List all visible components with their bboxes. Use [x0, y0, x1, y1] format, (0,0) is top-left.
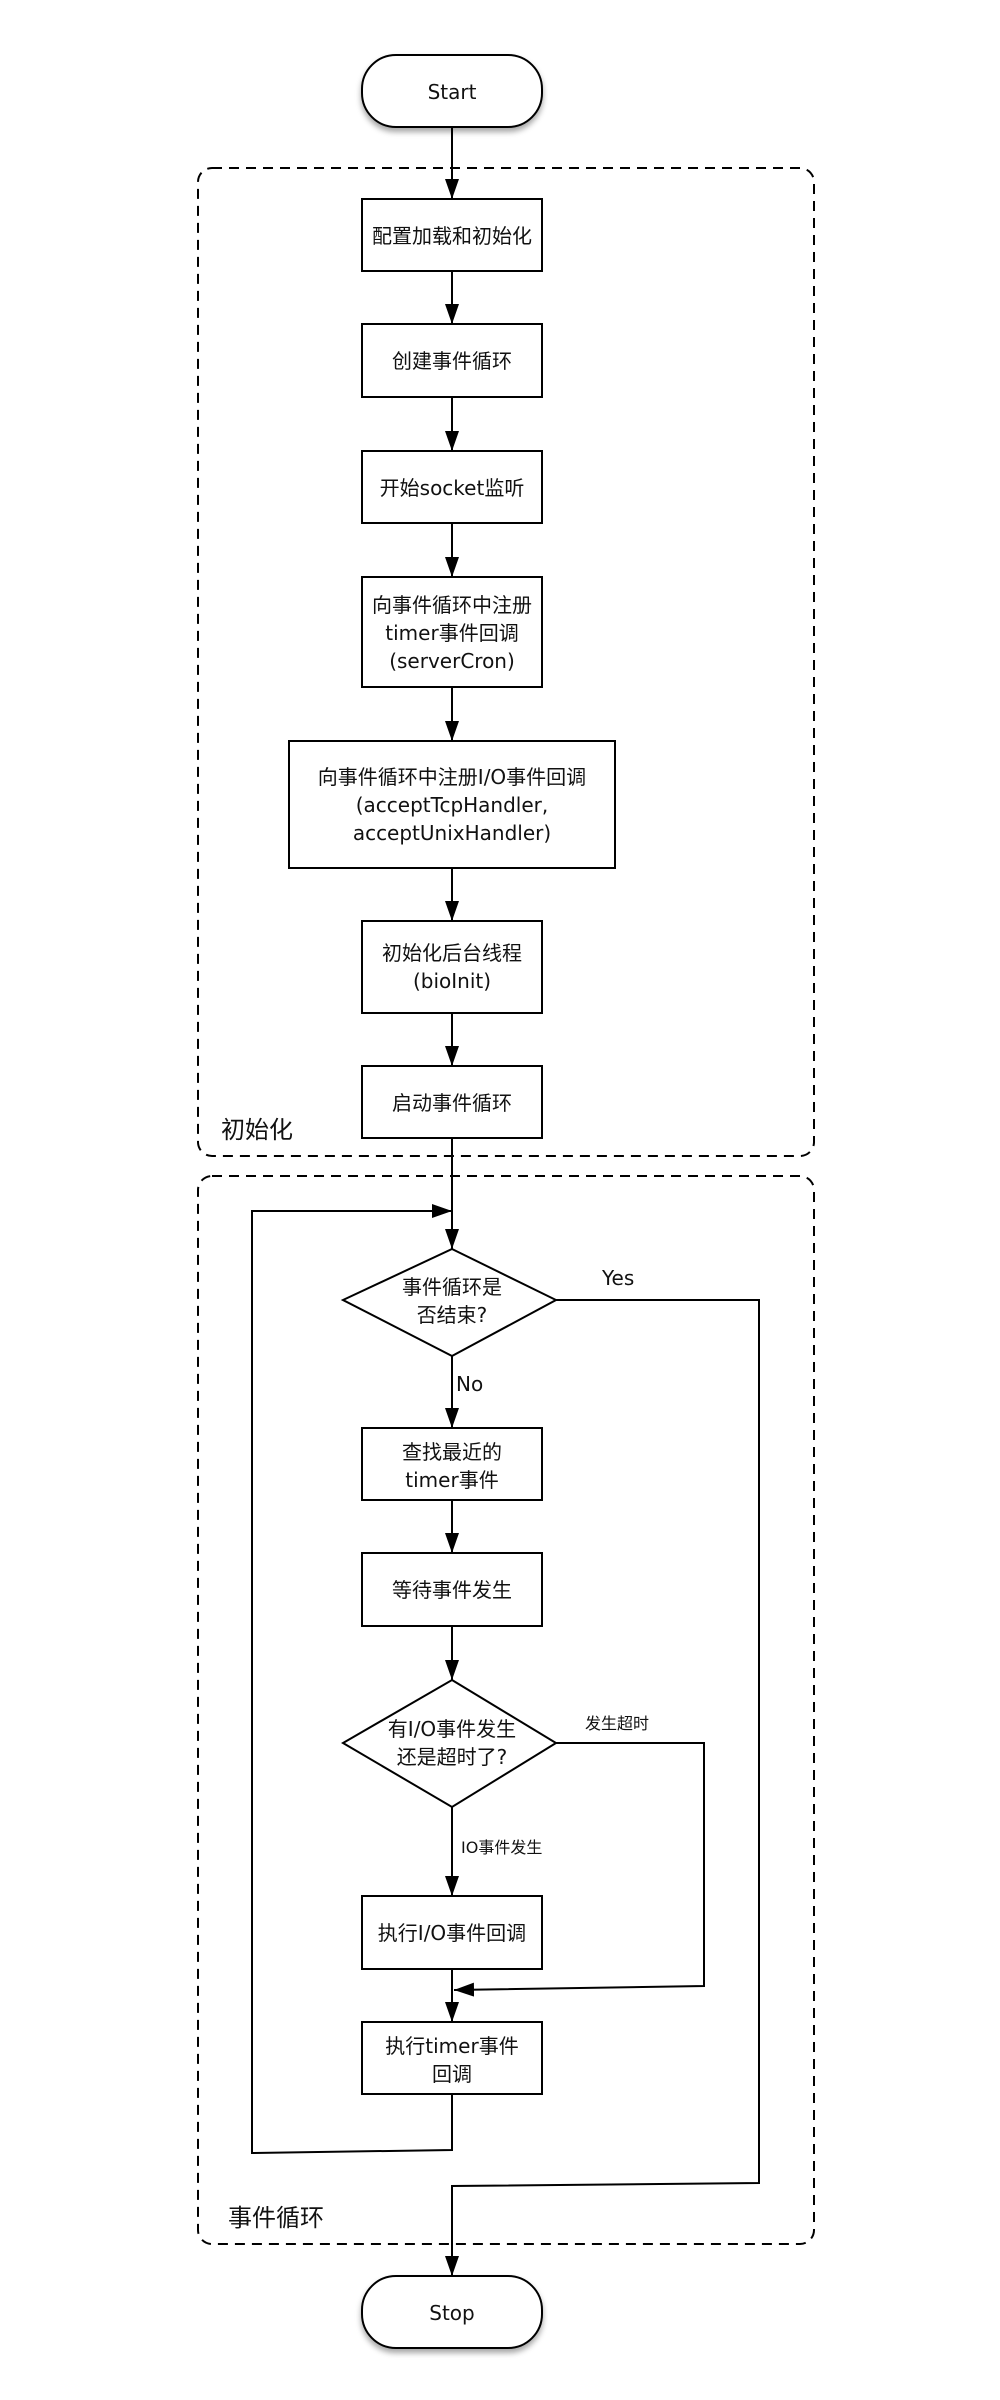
timer-reg-box	[361, 576, 543, 688]
wait-box	[361, 1552, 543, 1627]
edge-label-yes: Yes	[601, 1266, 634, 1290]
bio-label-1: 初始化后台线程	[382, 941, 522, 965]
socket-label: 开始socket监听	[380, 476, 525, 500]
exec-timer-label-2: 回调	[432, 2062, 472, 2086]
stop-label: Stop	[429, 2301, 474, 2325]
group-event-loop-label: 事件循环	[228, 2204, 324, 2232]
io-reg-label-3: acceptUnixHandler)	[353, 821, 551, 845]
start-loop-label: 启动事件循环	[392, 1091, 512, 1115]
edge-label-timeout: 发生超时	[585, 1714, 649, 1733]
loop-end-decision	[340, 1247, 559, 1358]
group-init	[197, 167, 815, 1157]
exec-timer-label-1: 执行timer事件	[385, 2034, 518, 2058]
find-timer-label-2: timer事件	[405, 1468, 498, 1492]
timer-reg-label-3: (serverCron)	[389, 649, 515, 673]
io-or-timeout-decision	[341, 1678, 558, 1809]
find-timer-label-1: 查找最近的	[402, 1440, 502, 1464]
start-loop-box	[361, 1065, 543, 1139]
socket-box	[361, 450, 543, 524]
exec-io-box	[361, 1895, 543, 1970]
edge-loop-back	[251, 1204, 453, 2155]
loop-end-label-2: 否结束?	[417, 1303, 488, 1327]
config-label: 配置加载和初始化	[372, 224, 532, 248]
edges	[251, 127, 760, 2276]
io-reg-label-2: (acceptTcpHandler,	[356, 793, 549, 817]
loop-end-label-1: 事件循环是	[402, 1275, 502, 1299]
start-node	[361, 54, 543, 128]
group-init-label: 初始化	[221, 1116, 293, 1144]
config-box	[361, 198, 543, 272]
timer-reg-label-1: 向事件循环中注册	[372, 593, 532, 617]
create-loop-box	[361, 323, 543, 398]
timer-reg-label-2: timer事件回调	[385, 621, 518, 645]
edge-timeout-branch	[453, 1742, 705, 1997]
edge-label-no: No	[456, 1372, 483, 1396]
io-reg-label-1: 向事件循环中注册I/O事件回调	[318, 765, 586, 789]
create-loop-label: 创建事件循环	[392, 349, 512, 373]
bio-box	[361, 920, 543, 1014]
group-event-loop	[197, 1175, 815, 2245]
wait-label: 等待事件发生	[392, 1578, 512, 1602]
io-or-timeout-label-1: 有I/O事件发生	[388, 1717, 516, 1741]
exec-io-label: 执行I/O事件回调	[378, 1921, 526, 1945]
edge-label-io-happen: IO事件发生	[461, 1838, 542, 1857]
start-label: Start	[428, 80, 477, 104]
bio-label-2: (bioInit)	[413, 969, 491, 993]
edge-yes-stop	[445, 1299, 760, 2276]
io-reg-box	[288, 740, 616, 869]
find-timer-box	[361, 1427, 543, 1501]
io-or-timeout-label-2: 还是超时了?	[397, 1745, 508, 1769]
exec-timer-box	[361, 2021, 543, 2095]
stop-node	[361, 2275, 543, 2349]
